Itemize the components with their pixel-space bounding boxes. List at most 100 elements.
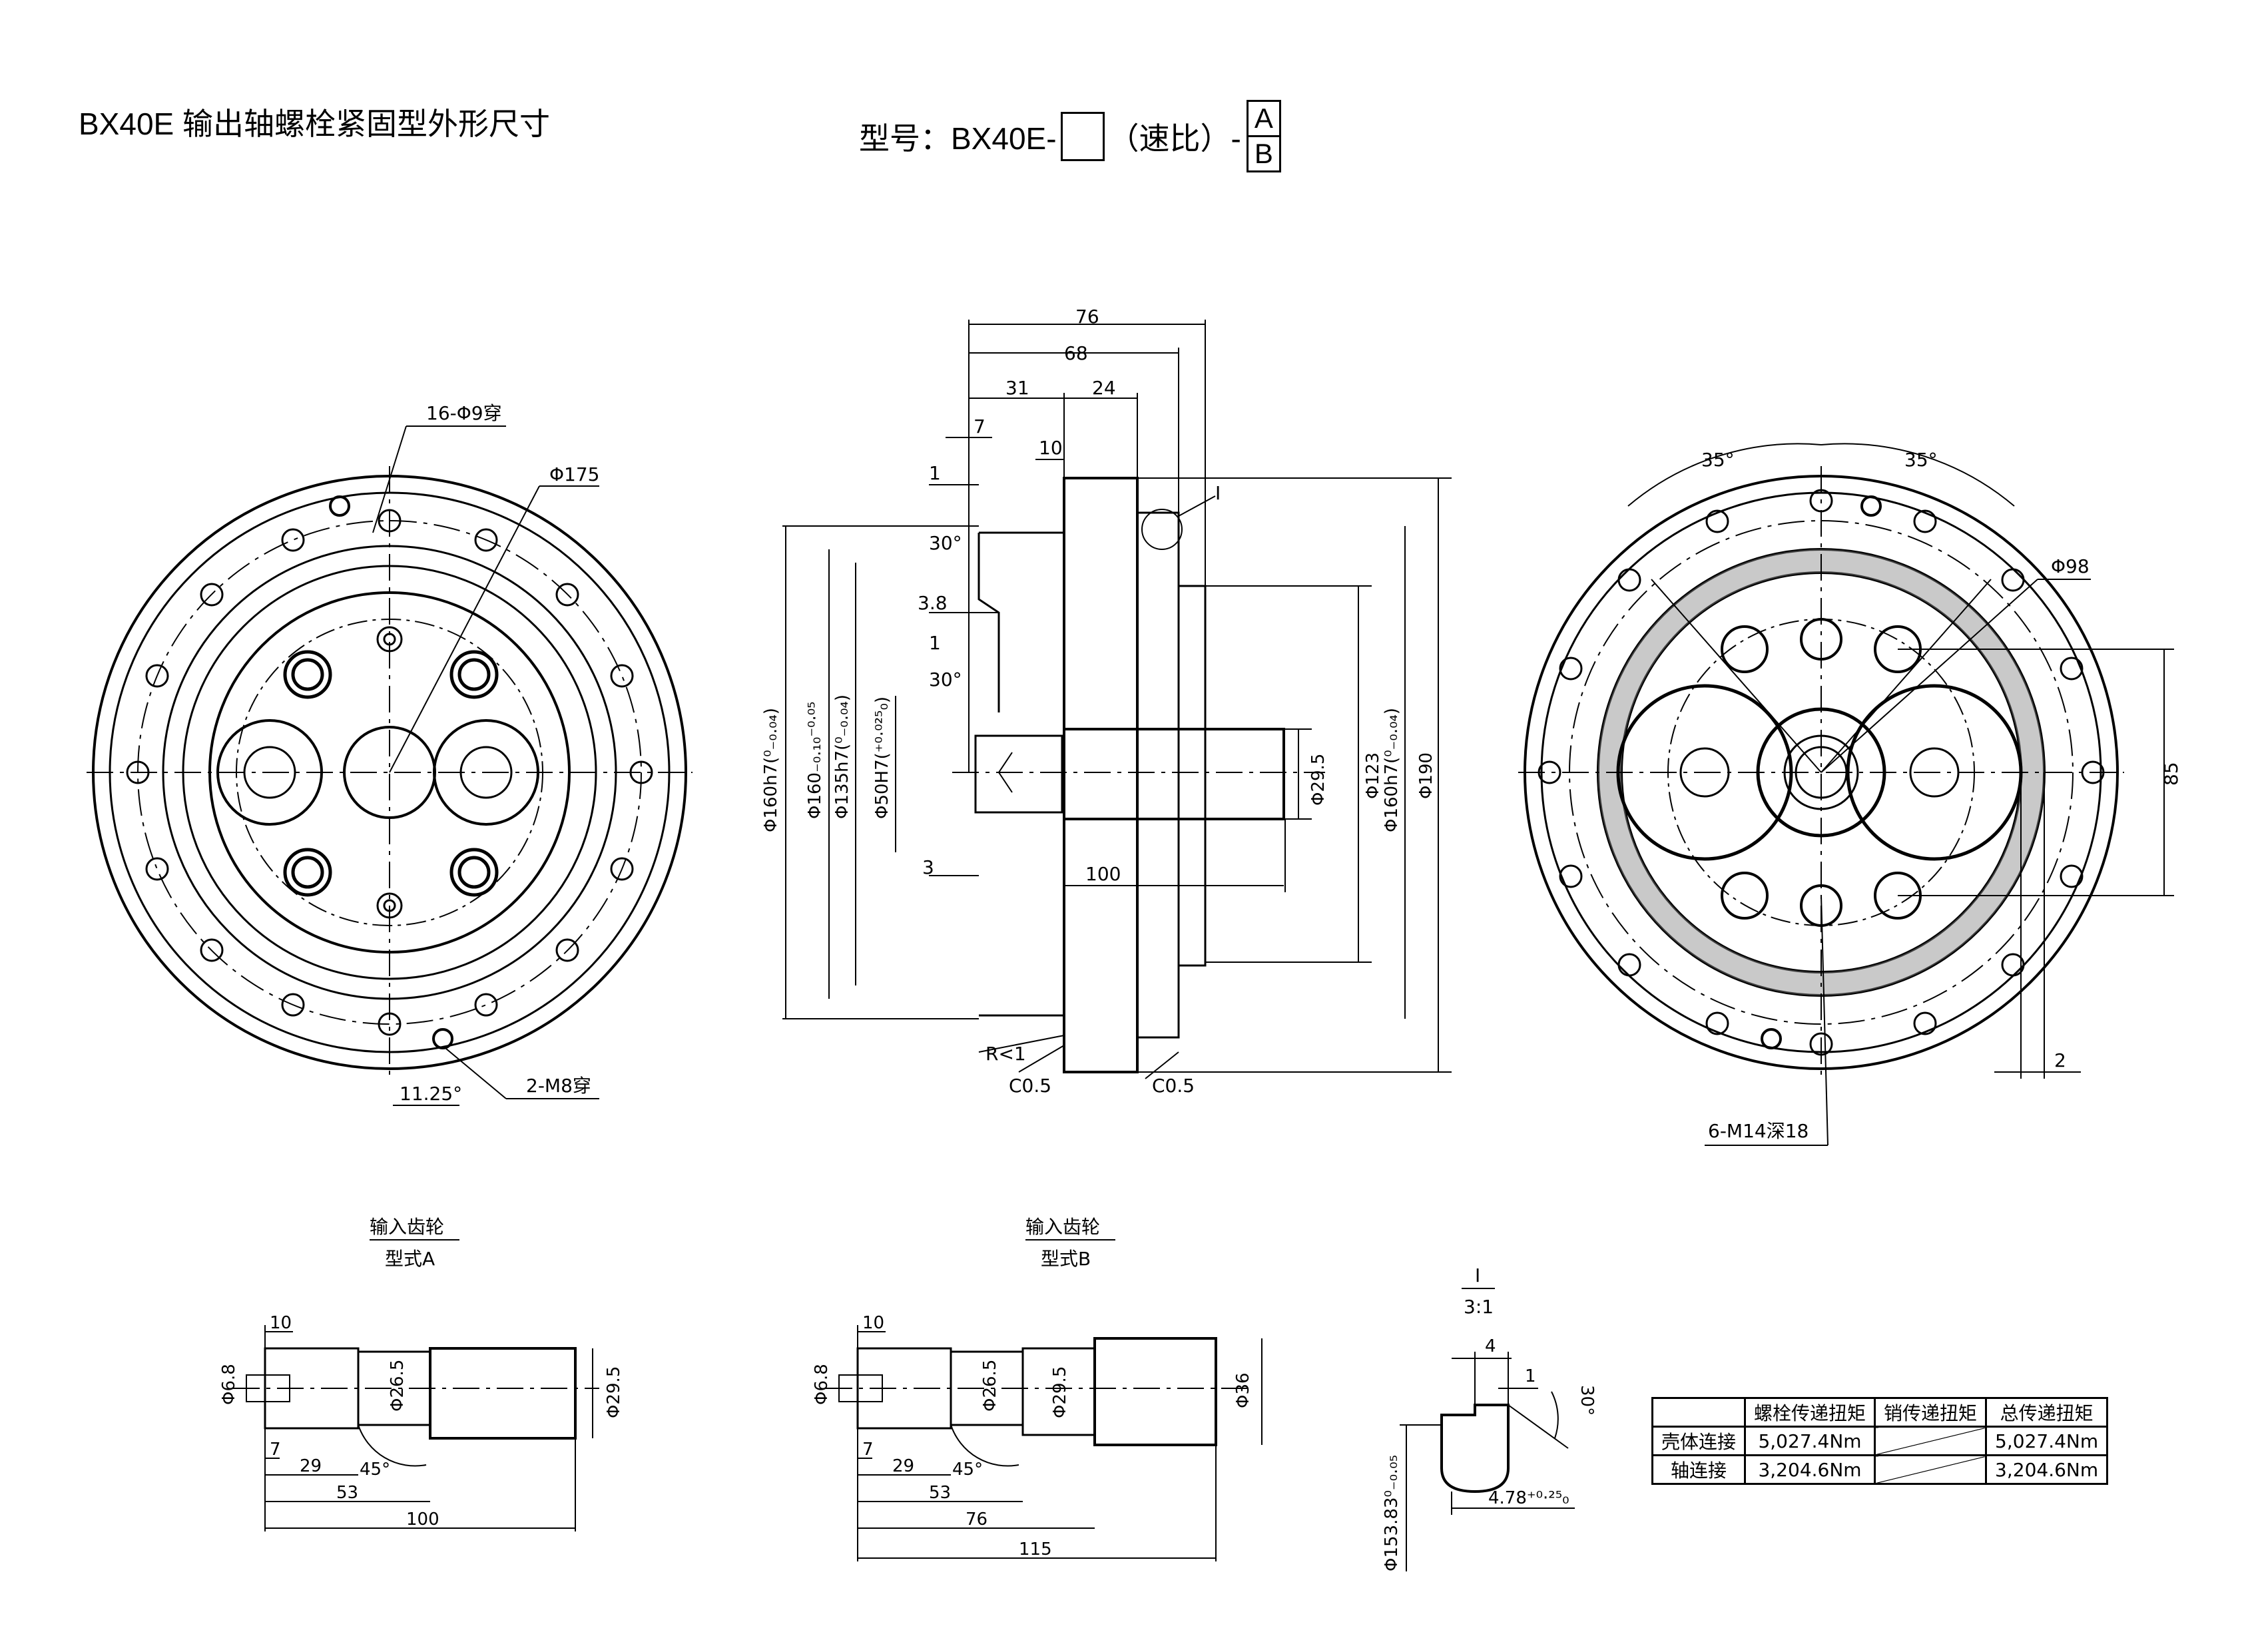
dim-dia160h7r: Φ160h7(⁰₋₀.₀₄) <box>1382 708 1402 832</box>
option-a: A <box>1248 102 1279 137</box>
gear-a-dim-29-5: Φ29.5 <box>604 1366 624 1418</box>
option-box: A B <box>1246 100 1281 172</box>
gear-a-caption-top: 输入齿轮 <box>370 1216 444 1238</box>
gear-b-dim-29: 29 <box>892 1456 914 1476</box>
option-b: B <box>1254 138 1273 169</box>
detail-view: I 3:1 4 1 30° 4.78⁺⁰·²⁵₀ Φ153.83⁰₋₀.₀₅ <box>1382 1264 1597 1571</box>
rear-pcd-circle <box>1569 520 2074 1025</box>
section-dim-lines <box>782 320 1452 1079</box>
table-row: 轴连接 3,204.6Nm 3,204.6Nm <box>1651 1454 2109 1485</box>
section-bearing <box>1136 511 1180 1039</box>
gear-b-caption-top: 输入齿轮 <box>1025 1216 1100 1238</box>
dim-3: 3 <box>922 856 934 878</box>
gear-b-caption-bottom: 型式B <box>1041 1248 1091 1270</box>
table-cell-bolt: 5,027.4Nm <box>1744 1426 1876 1456</box>
gear-a-dim-45: 45° <box>360 1460 390 1480</box>
dim-dia160: Φ160₋₀.₁₀⁻⁰·⁰⁵ <box>805 701 825 819</box>
page-title: BX40E 输出轴螺栓紧固型外形尺寸 <box>79 107 550 141</box>
gear-a-view: 输入齿轮 型式A 10 Φ6.8 Φ26.5 Φ29.5 7 29 45° 53… <box>219 1216 624 1531</box>
front-pcd-circle <box>137 520 642 1025</box>
gear-b-dim-10: 10 <box>862 1313 884 1333</box>
front-bolt-holes-label: 16-Φ9穿 <box>426 402 502 424</box>
ratio-box <box>1060 111 1105 161</box>
model-middle: （速比）- <box>1108 121 1241 156</box>
gear-b-dim-53: 53 <box>929 1483 951 1503</box>
dim-76: 76 <box>1075 306 1099 328</box>
dim-10: 10 <box>1039 437 1063 459</box>
table-cell-empty <box>1874 1454 1988 1485</box>
dim-dia190: Φ190 <box>1416 752 1436 799</box>
section-housing <box>1063 477 1139 1073</box>
gear-a-dim-7: 7 <box>270 1440 281 1460</box>
table-cell-total: 3,204.6Nm <box>1985 1454 2109 1485</box>
dim-1a: 1 <box>929 462 941 484</box>
front-tap-label: 2-M8穿 <box>526 1075 591 1097</box>
dim-30b: 30° <box>929 669 962 690</box>
gear-b-dim-6-8: Φ6.8 <box>812 1364 832 1405</box>
table-cell-bolt: 3,204.6Nm <box>1744 1454 1876 1485</box>
gear-b-dim-36: Φ36 <box>1233 1372 1253 1408</box>
detail-dim-30: 30° <box>1577 1385 1597 1416</box>
detail-dim-153-83: Φ153.83⁰₋₀.₀₅ <box>1382 1455 1402 1571</box>
section-output-flange <box>1177 585 1207 967</box>
dim-dia123: Φ123 <box>1363 752 1383 799</box>
dim-1b: 1 <box>929 632 941 654</box>
front-pcd-leader <box>389 485 540 773</box>
dim-24: 24 <box>1092 377 1116 399</box>
rear-dim-85: 85 <box>2160 762 2182 786</box>
dim-3-8: 3.8 <box>918 592 948 614</box>
front-tap-leader <box>445 1048 507 1099</box>
gear-b-dim-29-5: Φ29.5 <box>1050 1366 1070 1418</box>
table-row-label: 轴连接 <box>1651 1454 1747 1485</box>
detail-mark: I <box>1475 1264 1480 1286</box>
dim-dia50H7: Φ50H7(⁺⁰·⁰²⁵₀) <box>872 696 892 819</box>
dim-7: 7 <box>974 415 985 437</box>
detail-scale: 3:1 <box>1464 1296 1494 1318</box>
dim-radius: R<1 <box>985 1043 1026 1065</box>
rear-angle1: 35° <box>1701 449 1735 471</box>
gear-a-dim-29: 29 <box>300 1456 322 1476</box>
gear-b-dim-115: 115 <box>1019 1539 1052 1559</box>
section-detail-circle <box>1141 509 1183 550</box>
model-prefix: 型号：BX40E- <box>859 121 1057 156</box>
section-left-body <box>979 531 1065 1017</box>
dim-100: 100 <box>1085 863 1121 885</box>
section-view: 76 68 31 24 7 10 1 30° 3.8 1 30° 3 100 Φ… <box>761 306 1452 1097</box>
gear-b-dim-76: 76 <box>966 1510 987 1529</box>
front-angle-label: 11.25° <box>400 1083 462 1105</box>
table-header-cell: 销传递扭矩 <box>1874 1397 1988 1428</box>
front-view: 16-Φ9穿 Φ175 2-M8穿 11.25° <box>87 402 693 1106</box>
table-cell-total: 5,027.4Nm <box>1985 1426 2109 1456</box>
gear-b-dim-7: 7 <box>862 1440 874 1460</box>
dim-dia29-5: Φ29.5 <box>1308 754 1328 806</box>
dim-30a: 30° <box>929 532 962 554</box>
dim-chamfer2: C0.5 <box>1152 1075 1195 1097</box>
gear-a-dim-10: 10 <box>270 1313 292 1333</box>
rear-tap-holes <box>1761 495 1882 1049</box>
gear-a-caption-bottom: 型式A <box>385 1248 435 1270</box>
front-tap-holes <box>329 495 453 1049</box>
table-header-cell: 总传递扭矩 <box>1985 1397 2109 1428</box>
rear-bolt-holes <box>1538 489 2105 1056</box>
gear-a-dim-26-5: Φ26.5 <box>388 1360 408 1412</box>
front-pcd-label: Φ175 <box>549 463 599 485</box>
dim-chamfer1: C0.5 <box>1009 1075 1051 1097</box>
detail-dim-4-78: 4.78⁺⁰·²⁵₀ <box>1488 1488 1569 1508</box>
table-header-row: 螺栓传递扭矩 销传递扭矩 总传递扭矩 <box>1651 1397 2109 1428</box>
gear-b-dim-45: 45° <box>952 1460 983 1480</box>
section-detail-mark: I <box>1215 482 1221 504</box>
dim-31: 31 <box>1005 377 1029 399</box>
torque-table: 螺栓传递扭矩 销传递扭矩 总传递扭矩 壳体连接 5,027.4Nm 5,027.… <box>1651 1397 2109 1485</box>
rear-angle2: 35° <box>1904 449 1938 471</box>
gear-a-dim-100: 100 <box>406 1510 439 1529</box>
section-shaft <box>1063 728 1285 820</box>
table-row: 壳体连接 5,027.4Nm 5,027.4Nm <box>1651 1426 2109 1456</box>
rear-view: 35° 35° Φ98 85 2 6-M14深18 <box>1518 443 2182 1146</box>
section-bore <box>974 734 1063 814</box>
gear-b-view: 输入齿轮 型式B 10 Φ6.8 Φ26.5 Φ29.5 Φ36 7 29 45… <box>812 1216 1262 1561</box>
dim-dia160h7: Φ160h7(⁰₋₀.₀₄) <box>761 708 781 832</box>
model-code: 型号：BX40E- （速比）- A B <box>859 100 1281 172</box>
detail-dim-1: 1 <box>1525 1366 1536 1386</box>
front-centerlines <box>87 466 693 1079</box>
